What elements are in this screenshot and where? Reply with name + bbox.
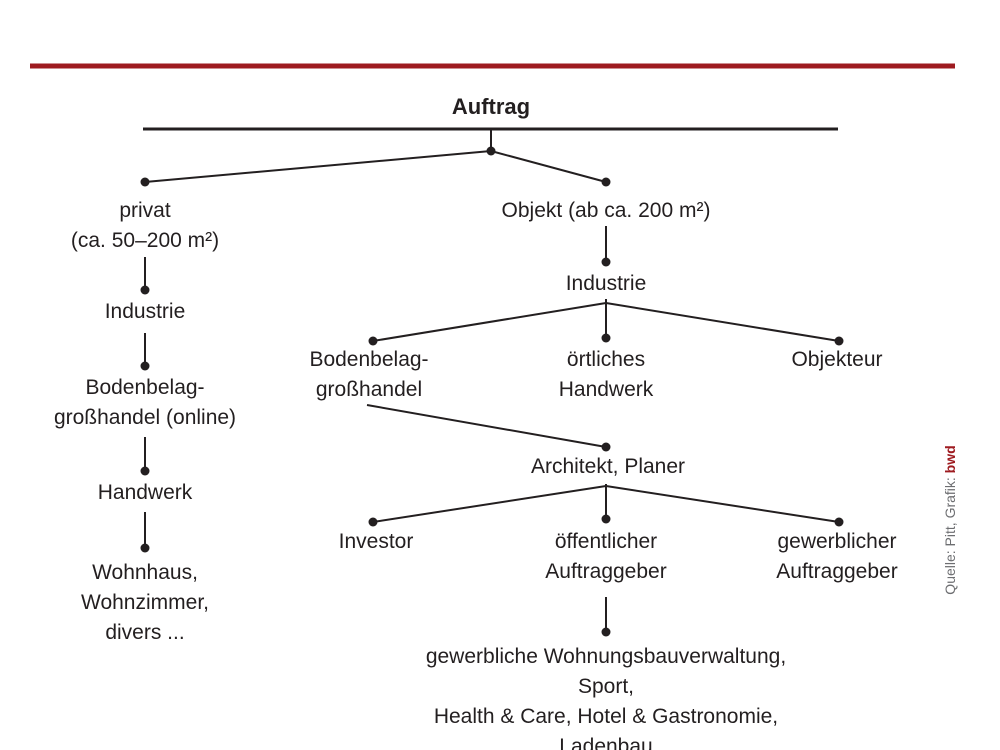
node-privat-grosshandel: Bodenbelag- großhandel (online) bbox=[53, 376, 237, 429]
edge-root-privat bbox=[144, 150, 492, 183]
node-dot bbox=[834, 517, 844, 527]
node-dot bbox=[368, 517, 378, 527]
node-objekt-handwerk: örtliches Handwerk bbox=[558, 348, 654, 401]
node-investor: Investor bbox=[338, 530, 414, 553]
node-objekt: Objekt (ab ca. 200 m²) bbox=[501, 199, 711, 222]
source-credit-text: Quelle: Pitt, Grafik: bwd bbox=[942, 445, 958, 594]
node-ziele: gewerbliche Wohnungsbauverwaltung, Sport… bbox=[425, 645, 787, 750]
node-dot bbox=[140, 177, 150, 187]
edge-grosshandel-architekt bbox=[366, 404, 607, 448]
edge-architekt-investor bbox=[372, 485, 607, 523]
node-dot bbox=[601, 442, 611, 452]
node-dot bbox=[140, 285, 150, 295]
node-privat: privat (ca. 50–200 m²) bbox=[70, 199, 220, 252]
node-privat-industrie: Industrie bbox=[104, 300, 186, 323]
node-dot bbox=[601, 257, 611, 267]
node-objekteur: Objekteur bbox=[791, 348, 883, 371]
node-gewerblich: gewerblicher Auftraggeber bbox=[776, 530, 898, 583]
node-dot bbox=[140, 466, 150, 476]
node-auftrag: Auftrag bbox=[451, 94, 531, 119]
node-dot bbox=[601, 627, 611, 637]
node-objekt-grosshandel: Bodenbelag- großhandel bbox=[309, 348, 429, 401]
edge-root-objekt bbox=[490, 150, 607, 183]
node-dot bbox=[368, 336, 378, 346]
node-privat-handwerk: Handwerk bbox=[97, 481, 193, 504]
node-dot bbox=[140, 361, 150, 371]
edge-industrie-objekteur bbox=[605, 302, 840, 342]
node-privat-ziel: Wohnhaus, Wohnzimmer, divers ... bbox=[81, 561, 209, 644]
node-dot bbox=[834, 336, 844, 346]
node-dot bbox=[601, 514, 611, 524]
source-text: Quelle: Pitt, Grafik: bbox=[942, 473, 958, 595]
node-dot bbox=[486, 146, 496, 156]
edge-architekt-gewerblich bbox=[605, 485, 840, 523]
brand-logo: bwd bbox=[942, 445, 958, 474]
node-architekt: Architekt, Planer bbox=[530, 455, 686, 478]
node-objekt-industrie: Industrie bbox=[565, 272, 647, 295]
node-dot bbox=[601, 333, 611, 343]
edge-industrie-grosshandel-obj bbox=[372, 302, 607, 342]
node-dot bbox=[601, 177, 611, 187]
node-dot bbox=[140, 543, 150, 553]
node-oeffentlich: öffentlicher Auftraggeber bbox=[545, 530, 667, 583]
